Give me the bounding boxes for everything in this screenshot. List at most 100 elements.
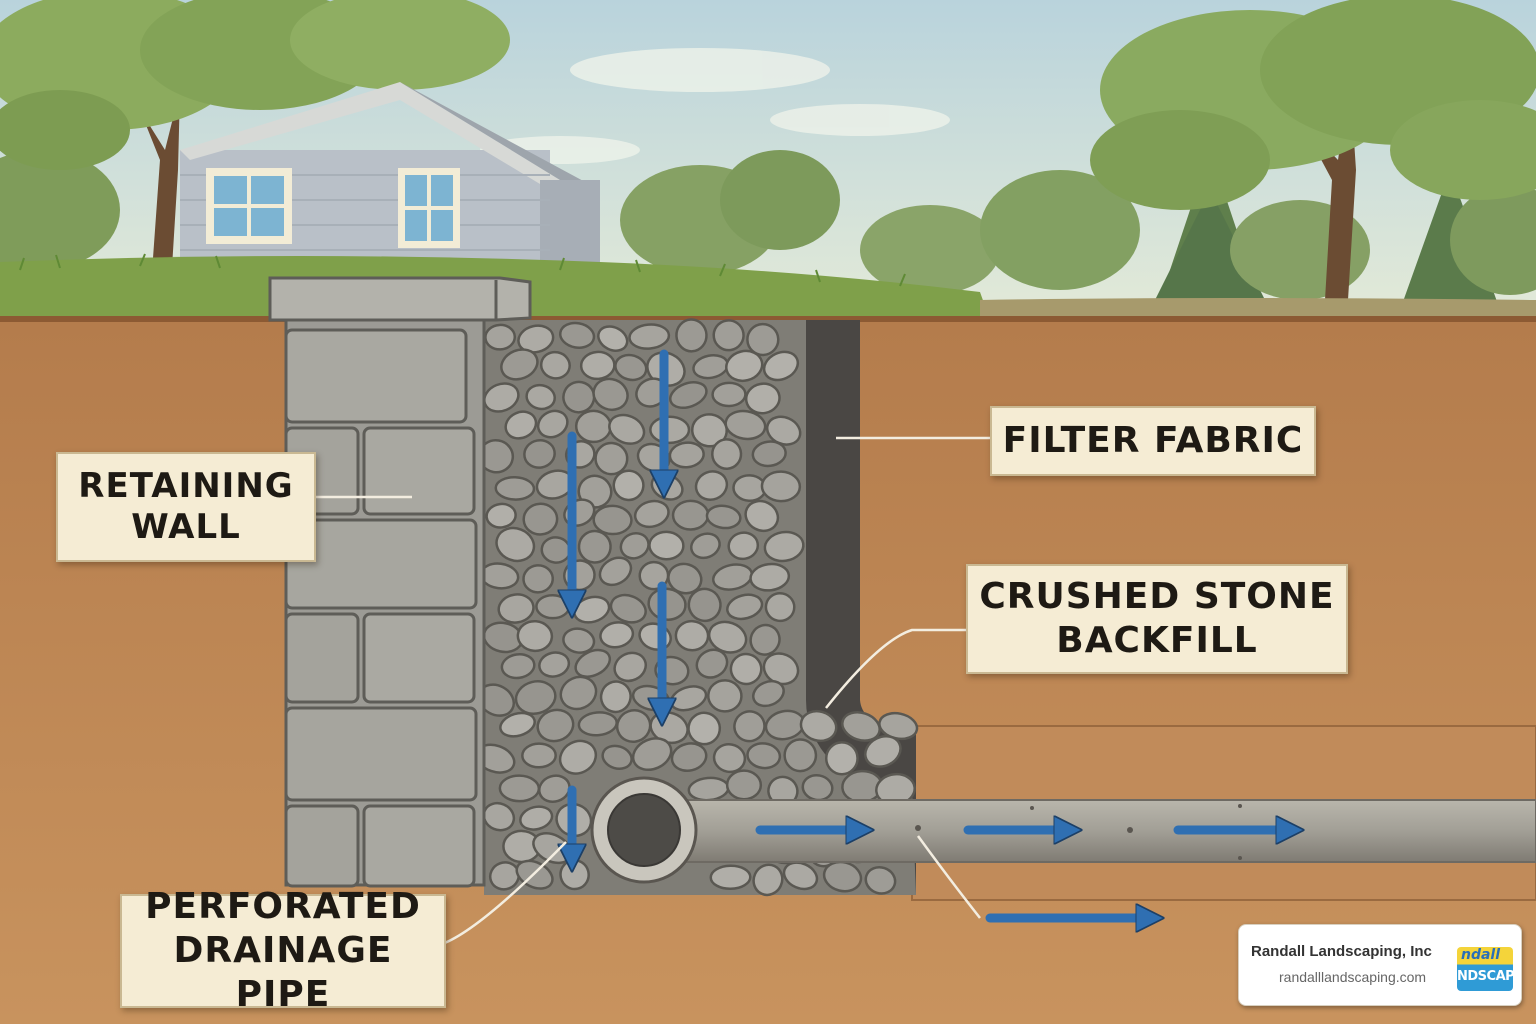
stone	[579, 350, 616, 381]
stone	[709, 864, 752, 891]
crushed-stone-label-line-1: CRUSHED STONE	[979, 576, 1335, 618]
company-url[interactable]: randalllandscaping.com	[1279, 969, 1427, 985]
stone	[594, 441, 629, 476]
pipe-label-line-2: DRAINAGE PIPE	[173, 930, 393, 1015]
stone	[558, 739, 598, 775]
stone	[559, 675, 598, 711]
stone	[592, 377, 629, 412]
stone	[495, 526, 536, 563]
crushed-stone-backfill	[475, 318, 919, 897]
stone	[675, 318, 708, 353]
stone	[727, 531, 760, 561]
stone	[601, 744, 633, 770]
stone	[864, 734, 902, 768]
logo-badge-script: ndall	[1461, 947, 1501, 963]
stone	[525, 383, 556, 411]
background-trees	[0, 150, 1536, 310]
stone	[669, 381, 708, 410]
stone	[744, 382, 781, 415]
pipe-label-line-1: PERFORATED	[145, 886, 421, 928]
stone	[599, 621, 635, 649]
stone	[613, 651, 647, 683]
grass-tufts	[19, 253, 906, 287]
stone	[670, 742, 708, 773]
stone	[598, 556, 633, 587]
stone	[749, 562, 791, 592]
retaining-wall	[268, 276, 532, 888]
stone	[695, 648, 729, 679]
stone	[599, 680, 632, 714]
soil-surface	[0, 316, 1536, 322]
stone	[497, 593, 535, 624]
stone	[694, 470, 729, 502]
stone	[751, 679, 785, 708]
stone	[674, 619, 710, 652]
stone	[687, 711, 722, 746]
stone	[577, 529, 612, 564]
company-logo-icon: ndall NDSCAP	[1457, 947, 1513, 991]
leader-crushed-stone	[825, 628, 966, 709]
stone	[687, 587, 722, 623]
stone	[592, 504, 633, 536]
stone	[500, 348, 539, 381]
stone	[712, 743, 747, 774]
crushed-stone-backfill-label: CRUSHED STONE BACKFILL	[966, 564, 1348, 674]
stone	[562, 627, 596, 654]
stone	[841, 711, 881, 742]
stone	[535, 593, 571, 620]
stone	[668, 441, 705, 469]
stone	[707, 620, 748, 654]
stone	[538, 774, 571, 804]
stone	[619, 531, 650, 560]
stone	[744, 499, 780, 533]
retaining-wall-label-line-1: RETAINING	[78, 465, 294, 506]
stone	[539, 350, 571, 380]
crushed-stone-label-line-2: BACKFILL	[1056, 620, 1258, 661]
stone	[522, 502, 559, 536]
stone	[631, 737, 673, 772]
distant-ground	[980, 298, 1536, 320]
stone	[609, 593, 647, 624]
stone	[522, 564, 555, 594]
stone	[746, 742, 782, 770]
stone	[751, 440, 787, 468]
stone	[782, 861, 819, 891]
stone	[725, 349, 764, 383]
stone	[712, 319, 745, 352]
company-name: Randall Landscaping, Inc	[1251, 943, 1432, 960]
stone	[705, 504, 742, 530]
stone	[484, 323, 517, 351]
water-flow-arrows	[572, 349, 1290, 918]
stone	[690, 532, 721, 560]
stone	[517, 324, 555, 354]
stone	[648, 530, 685, 561]
leader-outflow	[916, 835, 981, 919]
stone	[763, 530, 805, 563]
stone	[597, 325, 629, 352]
tree-right	[1090, 0, 1536, 300]
stone	[733, 710, 766, 743]
stone	[729, 652, 763, 686]
retaining-wall-label-line-2: WALL	[131, 507, 241, 547]
stone	[574, 409, 612, 444]
stone	[690, 413, 728, 448]
company-logo-card[interactable]: Randall Landscaping, Inc randalllandscap…	[1238, 924, 1522, 1006]
logo-badge-text: NDSCAP	[1457, 969, 1513, 984]
stone	[494, 475, 536, 501]
stone	[824, 741, 859, 776]
leader-lines	[312, 436, 990, 946]
clouds	[480, 48, 950, 164]
stone	[516, 619, 554, 653]
tree-left	[0, 0, 510, 300]
stone	[499, 711, 536, 738]
stone	[608, 413, 646, 445]
stone	[711, 438, 743, 470]
stone	[764, 591, 796, 623]
stone	[649, 415, 691, 445]
stone	[633, 499, 670, 529]
stone	[760, 470, 802, 503]
stone	[746, 322, 780, 357]
stone	[707, 679, 743, 713]
stone	[724, 409, 767, 441]
